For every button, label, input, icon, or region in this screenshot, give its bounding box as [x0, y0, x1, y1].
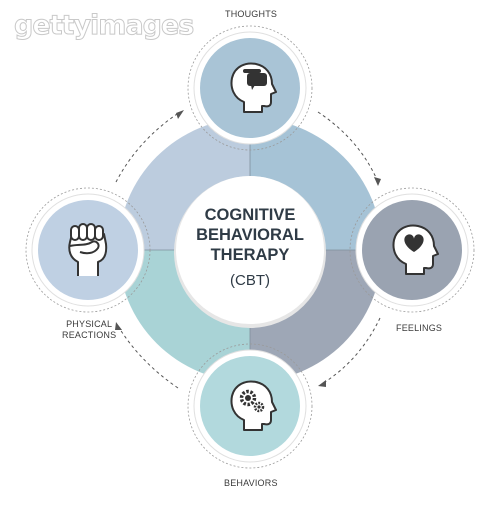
- arrowhead-thoughts: [176, 110, 184, 119]
- label-physical-reactions: PHYSICAL REACTIONS: [62, 319, 116, 341]
- arrowhead-feelings: [374, 177, 381, 186]
- center-circle: [176, 176, 324, 324]
- center-title-line2: BEHAVIORAL: [196, 226, 304, 244]
- cycle-arrowheads: [115, 110, 381, 387]
- head-gears-icon: [230, 380, 277, 431]
- cycle-arrows: [115, 111, 381, 389]
- label-feelings: FEELINGS: [396, 323, 443, 333]
- label-thoughts: THOUGHTS: [225, 9, 278, 19]
- label-behaviors: BEHAVIORS: [224, 478, 278, 488]
- arrow-physical-to-thoughts: [115, 111, 181, 183]
- label-physical-line1: PHYSICAL: [66, 319, 113, 329]
- center-title-line4: (CBT): [230, 272, 270, 289]
- node-feelings-dashed-ring: [349, 187, 475, 313]
- node-physical-reactions: [25, 187, 151, 313]
- arrowhead-physical: [115, 322, 122, 330]
- head-heart-icon: [392, 224, 439, 275]
- node-behaviors-dashed-ring: [187, 343, 313, 469]
- node-thoughts-dashed-ring: [187, 25, 313, 151]
- arrow-thoughts-to-feelings: [317, 111, 379, 183]
- label-physical-line2: REACTIONS: [62, 330, 117, 340]
- arrow-behaviors-to-physical: [117, 325, 179, 389]
- node-behaviors: [187, 343, 313, 469]
- center-title-line3: THERAPY: [210, 246, 290, 264]
- center-title-line1: COGNITIVE: [204, 206, 296, 224]
- arrow-feelings-to-behaviors: [321, 317, 381, 385]
- head-speech-bubble-icon: [230, 62, 277, 113]
- raised-fist-icon: [68, 223, 108, 276]
- watermark-text: gettyimages: [13, 10, 194, 42]
- node-thoughts: [187, 25, 313, 151]
- center-title: COGNITIVE BEHAVIORAL THERAPY (CBT): [170, 205, 330, 291]
- node-physical-dashed-ring: [25, 187, 151, 313]
- arrowhead-behaviors: [318, 380, 326, 387]
- node-feelings: [349, 187, 475, 313]
